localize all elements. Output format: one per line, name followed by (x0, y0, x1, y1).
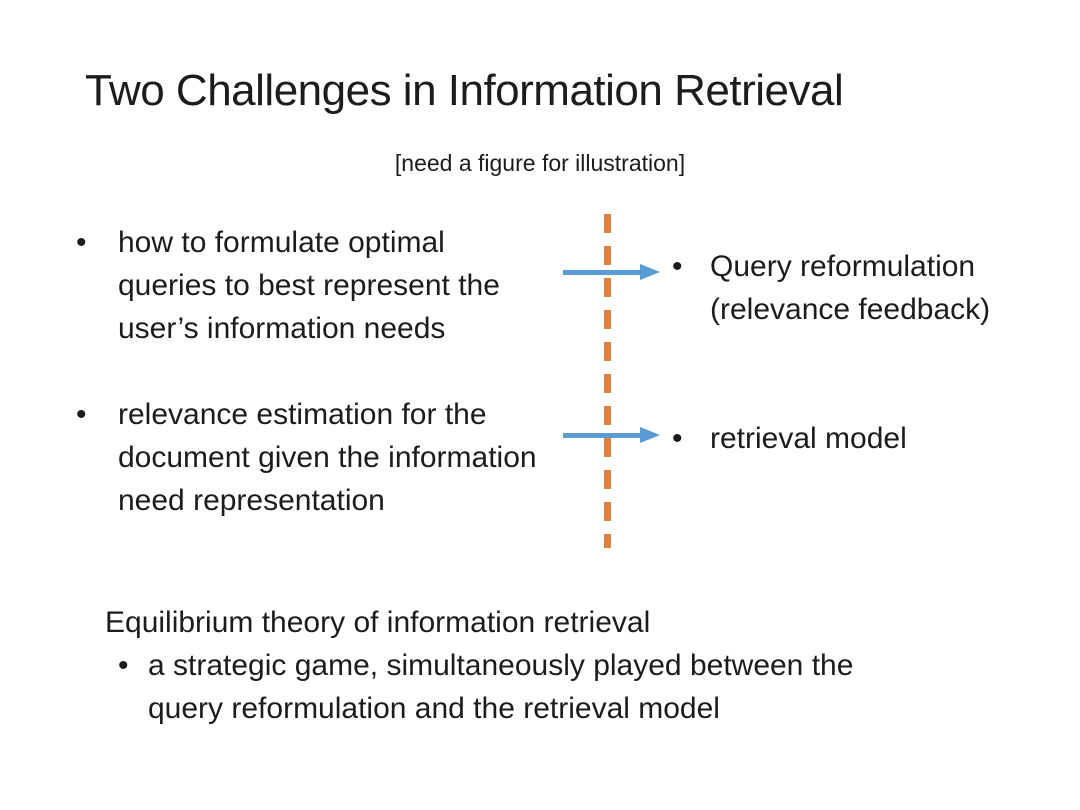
equilibrium-theory-heading: Equilibrium theory of information retrie… (105, 606, 651, 639)
dashed-divider-line (604, 214, 611, 548)
bullet-text: how to formulate optimal queries to best… (118, 221, 500, 350)
bullet-line: user’s information needs (118, 312, 446, 345)
bullet-marker-icon (672, 417, 710, 460)
right-bullet-retrieval-model: retrieval model (672, 417, 907, 460)
right-arrow-icon (563, 427, 660, 443)
bottom-bullet-strategic-game: a strategic game, simultaneously played … (118, 644, 853, 730)
slide-title: Two Challenges in Information Retrieval (85, 66, 844, 115)
bullet-marker-icon (76, 393, 118, 436)
bullet-line: a strategic game, simultaneously played … (148, 649, 854, 682)
bullet-line: relevance estimation for the (118, 398, 487, 431)
right-arrow-icon (563, 264, 660, 280)
right-bullet-query-reformulation: Query reformulation (relevance feedback) (672, 245, 990, 331)
bullet-marker-icon (118, 644, 148, 687)
bullet-marker-icon (76, 221, 118, 264)
bullet-line: document given the information (118, 441, 537, 474)
left-bullet-query-formulation: how to formulate optimal queries to best… (76, 221, 500, 350)
bullet-text: relevance estimation for the document gi… (118, 393, 537, 522)
slide-subtitle: [need a figure for illustration] (394, 150, 686, 176)
bullet-marker-icon (672, 245, 710, 288)
bullet-line: query reformulation and the retrieval mo… (148, 692, 720, 725)
bullet-line: Query reformulation (710, 250, 976, 283)
bullet-text: retrieval model (710, 417, 907, 460)
bullet-text: a strategic game, simultaneously played … (148, 644, 853, 730)
bullet-text: Query reformulation (relevance feedback) (710, 245, 990, 331)
bullet-line: need representation (118, 484, 385, 517)
bullet-line: how to formulate optimal (118, 226, 445, 259)
bullet-line: queries to best represent the (118, 269, 500, 302)
bullet-line: (relevance feedback) (710, 293, 991, 326)
left-bullet-relevance-estimation: relevance estimation for the document gi… (76, 393, 537, 522)
bullet-line: retrieval model (710, 422, 907, 455)
